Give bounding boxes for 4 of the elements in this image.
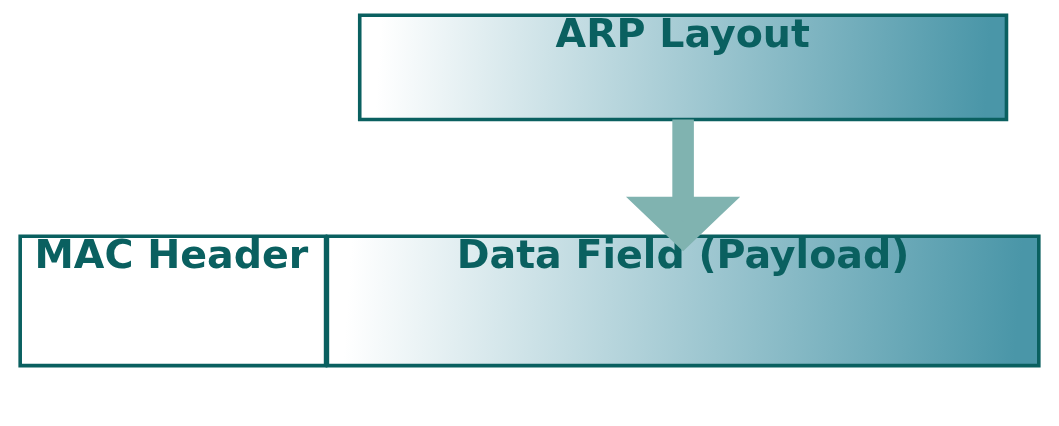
arrow	[625, 119, 741, 252]
node-box: ARP Layout	[357, 13, 1009, 122]
node-box: Data Field (Payload)	[325, 234, 1041, 368]
node-box: MAC Header	[18, 234, 328, 368]
